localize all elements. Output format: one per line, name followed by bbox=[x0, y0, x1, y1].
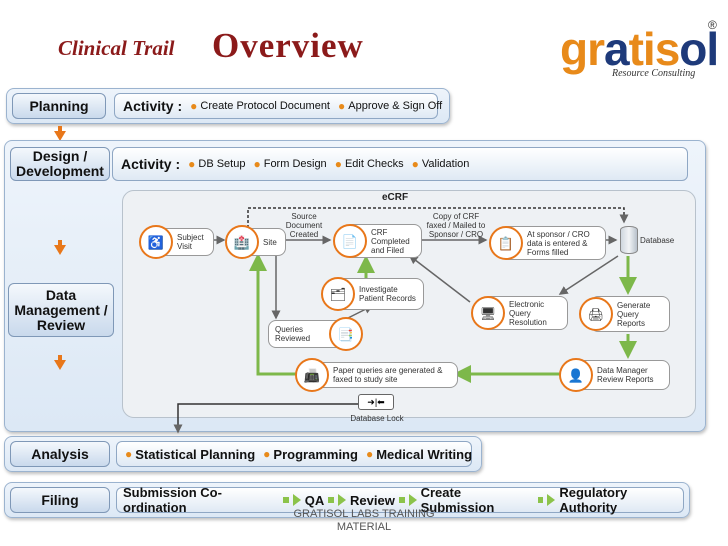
planning-activity-bar: Activity : ●Create Protocol Document ●Ap… bbox=[114, 93, 442, 119]
bullet-icon: ● bbox=[188, 157, 196, 171]
computer-icon: 🖥 bbox=[471, 296, 505, 330]
node-label: CRF Completed and Filed bbox=[371, 227, 410, 255]
node-dm-review: 👤 Data Manager Review Reports bbox=[559, 358, 670, 392]
fax-icon: 📠 bbox=[295, 358, 329, 392]
node-label: Subject Visit bbox=[177, 233, 204, 251]
document-icon: 📄 bbox=[333, 224, 367, 258]
bullet-icon: ● bbox=[334, 157, 342, 171]
analysis-item: Statistical Planning bbox=[135, 446, 256, 462]
bullet-icon: ● bbox=[253, 157, 261, 171]
arrow-right-icon bbox=[292, 494, 301, 506]
analysis-activity-bar: ●Statistical Planning ●Programming ●Medi… bbox=[116, 441, 472, 467]
arrow-right-icon bbox=[398, 497, 405, 503]
arrow-right-icon bbox=[328, 497, 334, 503]
source-doc-label: Source Document Created bbox=[285, 212, 323, 239]
wheelchair-icon: ♿ bbox=[139, 225, 173, 259]
ecrf-label: eCRF bbox=[382, 192, 409, 203]
filing-item: Submission Co-ordination bbox=[123, 485, 222, 515]
data-manager-icon: 👤 bbox=[559, 358, 593, 392]
filing-item: Review bbox=[350, 492, 395, 508]
stage-planning: Planning bbox=[12, 93, 106, 119]
node-generate-query: 🖨 Generate Query Reports bbox=[579, 296, 670, 332]
stage-data-management: Data Management / Review bbox=[8, 283, 114, 337]
registered-mark: ® bbox=[708, 18, 717, 32]
hospital-icon: 🏥 bbox=[225, 225, 259, 259]
design-item: Edit Checks bbox=[344, 158, 404, 170]
bullet-icon: ● bbox=[263, 447, 271, 461]
footer-text: GRATISOL LABS TRAINING MATERIAL bbox=[293, 508, 435, 533]
arrow-down-icon bbox=[58, 355, 62, 361]
copy-crf-label: Copy of CRF faxed / Mailed to Sponsor / … bbox=[426, 212, 486, 239]
logo-word-tis: tis bbox=[628, 23, 681, 75]
database-icon bbox=[620, 226, 638, 254]
node-site: 🏥 Site bbox=[225, 225, 286, 259]
logo-tagline: Resource Consulting bbox=[612, 68, 696, 79]
arrow-down-icon bbox=[58, 240, 62, 246]
bullet-icon: ● bbox=[190, 99, 198, 113]
node-crf-completed: 📄 CRF Completed and Filed bbox=[333, 224, 422, 258]
node-label: Paper queries are generated & faxed to s… bbox=[333, 366, 443, 384]
node-investigate: 🗂 Investigate Patient Records bbox=[321, 277, 424, 311]
design-item: Validation bbox=[421, 158, 470, 170]
analysis-item: Medical Writing bbox=[376, 446, 473, 462]
node-at-sponsor: 📋 At sponsor / CRO data is entered & For… bbox=[489, 226, 606, 260]
filing-item: Regulatory Authority bbox=[559, 485, 628, 515]
node-label: Generate Query Reports bbox=[617, 300, 651, 328]
logo-word-a: a bbox=[604, 23, 630, 75]
node-queries-reviewed: Queries Reviewed 📑 bbox=[268, 317, 363, 351]
arrow-right-icon bbox=[408, 494, 417, 506]
arrow-down-icon bbox=[58, 126, 62, 132]
bullet-icon: ● bbox=[338, 99, 346, 113]
bullet-icon: ● bbox=[365, 447, 374, 461]
design-activity-label: Activity : bbox=[121, 156, 181, 172]
node-label: Data Manager Review Reports bbox=[597, 366, 654, 384]
arrow-down-icon bbox=[54, 360, 66, 370]
company-logo: gratisol Resource Consulting ® bbox=[560, 18, 725, 90]
database-label: Database bbox=[640, 236, 675, 245]
bullet-icon: ● bbox=[125, 447, 133, 461]
node-paper-queries: 📠 Paper queries are generated & faxed to… bbox=[295, 358, 458, 392]
design-activity-bar: Activity : ●DB Setup ●Form Design ●Edit … bbox=[112, 147, 688, 181]
arrow-right-icon bbox=[282, 497, 289, 503]
form-icon: 📋 bbox=[489, 226, 523, 260]
planning-item: Create Protocol Document bbox=[200, 100, 330, 112]
title-small: Clinical Trail bbox=[58, 36, 175, 60]
page-title: Overview bbox=[212, 26, 364, 65]
lock-icon: ➜|⬅ bbox=[358, 394, 394, 410]
node-label: Electronic Query Resolution bbox=[509, 299, 547, 327]
printer-icon: 🖨 bbox=[579, 297, 613, 331]
stage-design: Design / Development bbox=[10, 147, 110, 181]
paper-query-icon: 📑 bbox=[329, 317, 363, 351]
planning-activity-label: Activity : bbox=[123, 98, 183, 114]
node-label: Investigate Patient Records bbox=[359, 285, 416, 303]
design-item: DB Setup bbox=[198, 158, 246, 170]
arrow-right-icon bbox=[547, 494, 556, 506]
stage-analysis: Analysis bbox=[10, 441, 110, 467]
logo-word-ol: ol bbox=[679, 23, 719, 75]
node-label: Queries Reviewed bbox=[275, 325, 311, 343]
analysis-item: Programming bbox=[273, 446, 358, 462]
bullet-icon: ● bbox=[411, 157, 419, 171]
filing-activity-bar: Submission Co-ordination QA Review Creat… bbox=[116, 485, 684, 515]
node-electronic-query: 🖥 Electronic Query Resolution bbox=[471, 296, 568, 330]
planning-item: Approve & Sign Off bbox=[348, 100, 443, 112]
node-label: At sponsor / CRO data is entered & Forms… bbox=[527, 229, 590, 257]
filing-item: Create Submission bbox=[420, 485, 495, 515]
node-label: Site bbox=[263, 237, 277, 247]
design-item: Form Design bbox=[263, 158, 327, 170]
stage-filing: Filing bbox=[10, 487, 110, 513]
db-lock-label: Database Lock bbox=[350, 414, 404, 423]
arrow-down-icon bbox=[54, 245, 66, 255]
arrow-right-icon bbox=[537, 497, 544, 503]
records-icon: 🗂 bbox=[321, 277, 355, 311]
filing-item: QA bbox=[304, 492, 325, 508]
logo-word-gr: gr bbox=[560, 23, 605, 75]
arrow-right-icon bbox=[338, 494, 346, 506]
node-subject-visit: ♿ Subject Visit bbox=[139, 225, 214, 259]
arrow-down-icon bbox=[54, 131, 66, 141]
